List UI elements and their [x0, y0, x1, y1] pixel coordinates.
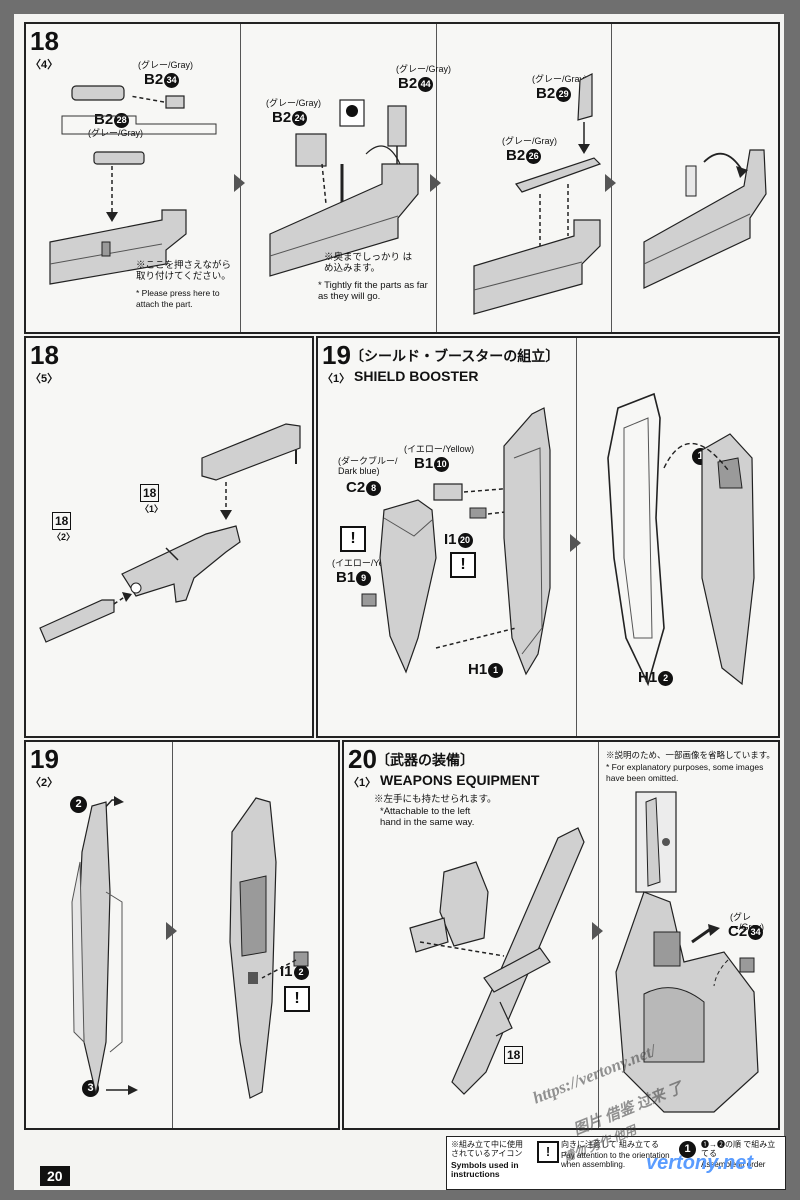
note-fit-jp: ※奥までしっかり はめ込みます。: [324, 252, 413, 274]
panel-step-20-1: 20 〈1〉 〔武器の装備〕 WEAPONS EQUIPMENT ※左手にも持た…: [342, 740, 780, 1130]
section-title-jp: 〔武器の装備〕: [376, 752, 474, 768]
watermark-brand: vertony.net: [646, 1152, 754, 1174]
note-fit-en: * Tightly fit the parts as far as they w…: [318, 280, 428, 302]
part-color-label: (グレー/Gray): [396, 64, 451, 74]
panel-step-18-5: 18 〈5〉 18 〈1〉 18 〈2〉: [24, 336, 314, 738]
part-drawing-18-4-b: [269, 99, 419, 277]
step-number: 20: [348, 744, 377, 774]
note-left-hand-jp: ※左手にも持たせられます。: [374, 794, 497, 805]
section-title-en: WEAPONS EQUIPMENT: [380, 772, 540, 788]
step-number: 19: [322, 340, 351, 370]
next-arrow-icon: [570, 534, 581, 552]
part-color-label: (グレー/Gray): [138, 60, 193, 70]
legend-order: ❶→❷の順 で組み立てる Assemble in order: [701, 1140, 781, 1169]
legend-warning-icon: !: [537, 1141, 559, 1163]
part-color-label: (グレー/Gray): [730, 912, 765, 932]
legend-order-jp: ❶→❷の順 で組み立てる: [701, 1140, 776, 1158]
orientation-warning-icon: !: [284, 986, 310, 1012]
orientation-warning-icon: !: [450, 552, 476, 578]
legend-symbols-jp: ※組み立て中に使用 されているアイコン: [451, 1140, 523, 1158]
note-omitted-jp: ※説明のため、一部画像を省略しています。: [606, 750, 775, 760]
next-arrow-icon: [430, 174, 441, 192]
part-color-label: (イエロー/Yellow): [404, 444, 475, 454]
ref-tag-18-2-sub: 〈2〉: [52, 532, 76, 542]
part-drawing-19-2: [71, 796, 309, 1099]
ref-tag-18-2: 18: [52, 512, 72, 530]
order-step-2-icon: 2: [70, 796, 87, 813]
next-arrow-icon: [166, 922, 177, 940]
note-omitted-en: * For explanatory purposes, some images …: [606, 762, 764, 783]
part-color-label: (ダークブルー/ Dark blue): [338, 456, 398, 476]
substep-label: 〈4〉: [30, 59, 59, 71]
legend-attention: 向きに注意して 組み立てる Pay attention to the orien…: [561, 1140, 671, 1169]
substep-label: 〈5〉: [30, 373, 59, 385]
note-press-jp: ※ここを押さえながら 取り付けてください。: [136, 260, 232, 282]
step-number: 18: [30, 26, 59, 56]
part-drawing-20-1: [409, 791, 759, 1113]
legend-attention-jp: 向きに注意して 組み立てる: [561, 1140, 659, 1149]
panel-step-19-1: 19 〈1〉 〔シールド・ブースターの組立〕 SHIELD BOOSTER (イ…: [316, 336, 780, 738]
ref-tag-18-1-sub: 〈1〉: [140, 504, 164, 514]
legend-order-icon: 1: [679, 1141, 696, 1158]
next-arrow-icon: [605, 174, 616, 192]
part-drawing-18-4-c: [473, 73, 602, 315]
legend-attention-en: Pay attention to the orientation when as…: [561, 1151, 670, 1169]
page-number: 20: [40, 1166, 70, 1186]
part-color-label: (グレー/Gray): [532, 74, 587, 84]
part-color-label: (グレー/Gray): [502, 136, 557, 146]
legend-symbols-en: Symbols used in instructions: [451, 1160, 519, 1179]
section-title-en: SHIELD BOOSTER: [354, 368, 479, 384]
next-arrow-icon: [234, 174, 245, 192]
part-color-label: (グレー/Gray): [266, 98, 321, 108]
substep-label: 〈1〉: [322, 373, 351, 385]
ref-tag-18-1: 18: [140, 484, 160, 502]
part-drawing-19-1: [361, 392, 755, 687]
note-press-en: * Please press here to attach the part.: [136, 288, 220, 309]
part-color-label: (イエロー/Yellow): [332, 558, 403, 568]
part-color-label: (グレー/Gray): [88, 128, 143, 138]
step-number: 19: [30, 744, 59, 774]
part-drawing-18-5: [39, 423, 301, 643]
part-drawing-18-4-d: [643, 149, 767, 289]
ref-tag-18: 18: [504, 1046, 524, 1064]
note-left-hand-en: *Attachable to the left hand in the same…: [380, 806, 475, 828]
next-arrow-icon: [592, 922, 603, 940]
orientation-warning-icon: !: [340, 526, 366, 552]
substep-label: 〈1〉: [348, 777, 377, 789]
symbol-legend: ※組み立て中に使用 されているアイコン Symbols used in inst…: [446, 1136, 786, 1190]
section-title-jp: 〔シールド・ブースターの組立〕: [350, 348, 560, 364]
step-number: 18: [30, 340, 59, 370]
substep-label: 〈2〉: [30, 777, 59, 789]
legend-order-en: Assemble in order: [701, 1160, 766, 1169]
legend-symbols: ※組み立て中に使用 されているアイコン Symbols used in inst…: [451, 1140, 531, 1179]
part-drawing-18-4-a: [49, 85, 217, 285]
